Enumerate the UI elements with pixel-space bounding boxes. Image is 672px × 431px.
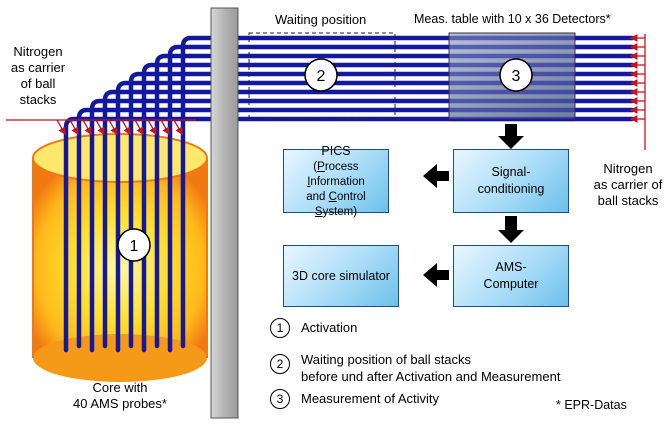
nitrogen-arrow: [147, 119, 157, 136]
probe-tube: [180, 35, 635, 349]
marker-1: 1: [117, 228, 151, 262]
probe-tubes-front: [449, 35, 575, 122]
marker-2: 2: [304, 58, 338, 92]
nitrogen-arrow: [69, 119, 79, 136]
nitrogen-arrow: [108, 119, 118, 136]
nitrogen-right-line: ball stacks: [597, 193, 659, 208]
pics-line-3: and Control System): [306, 190, 366, 218]
nitrogen-arrow: [134, 119, 144, 136]
nitrogen-right-line: Nitrogen: [603, 161, 653, 176]
core-label-line: 40 AMS probes*: [73, 396, 167, 411]
probe-tube: [115, 80, 635, 353]
signal-line: Signal-: [491, 165, 531, 179]
legend-marker: 1: [270, 318, 290, 338]
legend-item-1: 1 Activation: [270, 318, 357, 338]
svg-text:1: 1: [130, 238, 139, 255]
meas-table-label: Meas. table with 10 x 36 Detectors*: [414, 12, 611, 26]
pics-line-2: (Process Information: [307, 160, 365, 188]
signal-conditioning-box: Signal- conditioning: [453, 149, 569, 213]
waiting-position-label: Waiting position: [275, 12, 367, 27]
svg-text:2: 2: [317, 68, 326, 85]
simulator-label: 3D core simulator: [292, 268, 390, 283]
ams-line: AMS-: [495, 260, 527, 274]
nitrogen-left-line: Nitrogen: [13, 44, 63, 59]
core-simulator-box: 3D core simulator: [283, 245, 399, 307]
pics-title: PICS: [321, 143, 351, 158]
ams-computer-box: AMS- Computer: [453, 245, 569, 307]
containment-wall: [210, 7, 239, 419]
nitrogen-arrow: [95, 119, 105, 136]
legend-line: Waiting position of ball stacks: [301, 352, 472, 367]
probe-tube: [89, 98, 635, 353]
signal-line: conditioning: [477, 182, 545, 196]
legend-text: Waiting position of ball stacks before u…: [301, 351, 560, 385]
arrow-signal-to-pics: [423, 164, 449, 188]
probe-tube: [154, 53, 635, 349]
legend-text: Activation: [301, 319, 357, 336]
legend-item-2: 2 Waiting position of ball stacks before…: [270, 350, 560, 385]
nitrogen-left-line: of ball: [20, 76, 56, 91]
arrow-ams-to-simulator: [423, 263, 449, 287]
nitrogen-right-label: Nitrogen as carrier of ball stacks: [588, 161, 668, 209]
probe-tube: [102, 89, 635, 349]
legend-line: Activation: [301, 320, 358, 335]
legend-line: before und after Activation and Measurem…: [301, 369, 561, 384]
nitrogen-left-line: stacks: [19, 92, 57, 107]
legend-marker: 2: [270, 354, 290, 374]
footnote: * EPR-Datas: [556, 398, 627, 412]
core-label: Core with 40 AMS probes*: [60, 380, 180, 412]
arrow-signal-to-ams: [498, 216, 524, 243]
nitrogen-arrows-left: [6, 119, 196, 136]
nitrogen-arrows-right: [629, 34, 646, 150]
nitrogen-arrow: [82, 119, 92, 136]
nitrogen-arrow: [56, 119, 66, 136]
ams-line: Computer: [483, 277, 539, 291]
nitrogen-left-line: as carrier: [10, 60, 66, 75]
nitrogen-left-label: Nitrogen as carrier of ball stacks: [6, 44, 70, 108]
nitrogen-arrow: [121, 119, 131, 136]
nitrogen-arrow: [173, 119, 183, 136]
nitrogen-right-line: as carrier of: [593, 177, 663, 192]
arrow-table-to-signal: [498, 124, 524, 149]
svg-text:3: 3: [512, 68, 521, 85]
probe-tube: [141, 62, 635, 353]
probe-tube: [63, 116, 635, 353]
nitrogen-arrow: [160, 119, 170, 136]
core-bottom: [33, 334, 207, 382]
probe-tube: [167, 44, 635, 353]
legend-marker: 3: [270, 389, 290, 409]
marker-3: 3: [499, 58, 533, 92]
legend-item-3: 3 Measurement of Activity: [270, 389, 439, 409]
probe-tube: [128, 71, 635, 349]
legend-line: Measurement of Activity: [301, 391, 439, 406]
probe-tubes: [63, 35, 635, 353]
waiting-position-box: [248, 32, 396, 120]
flow-arrows: [423, 124, 524, 287]
probe-tube: [76, 107, 635, 349]
core-label-line: Core with: [92, 380, 148, 395]
legend-text: Measurement of Activity: [301, 390, 439, 407]
pics-box: PICS (Process Information and Control Sy…: [283, 144, 389, 218]
